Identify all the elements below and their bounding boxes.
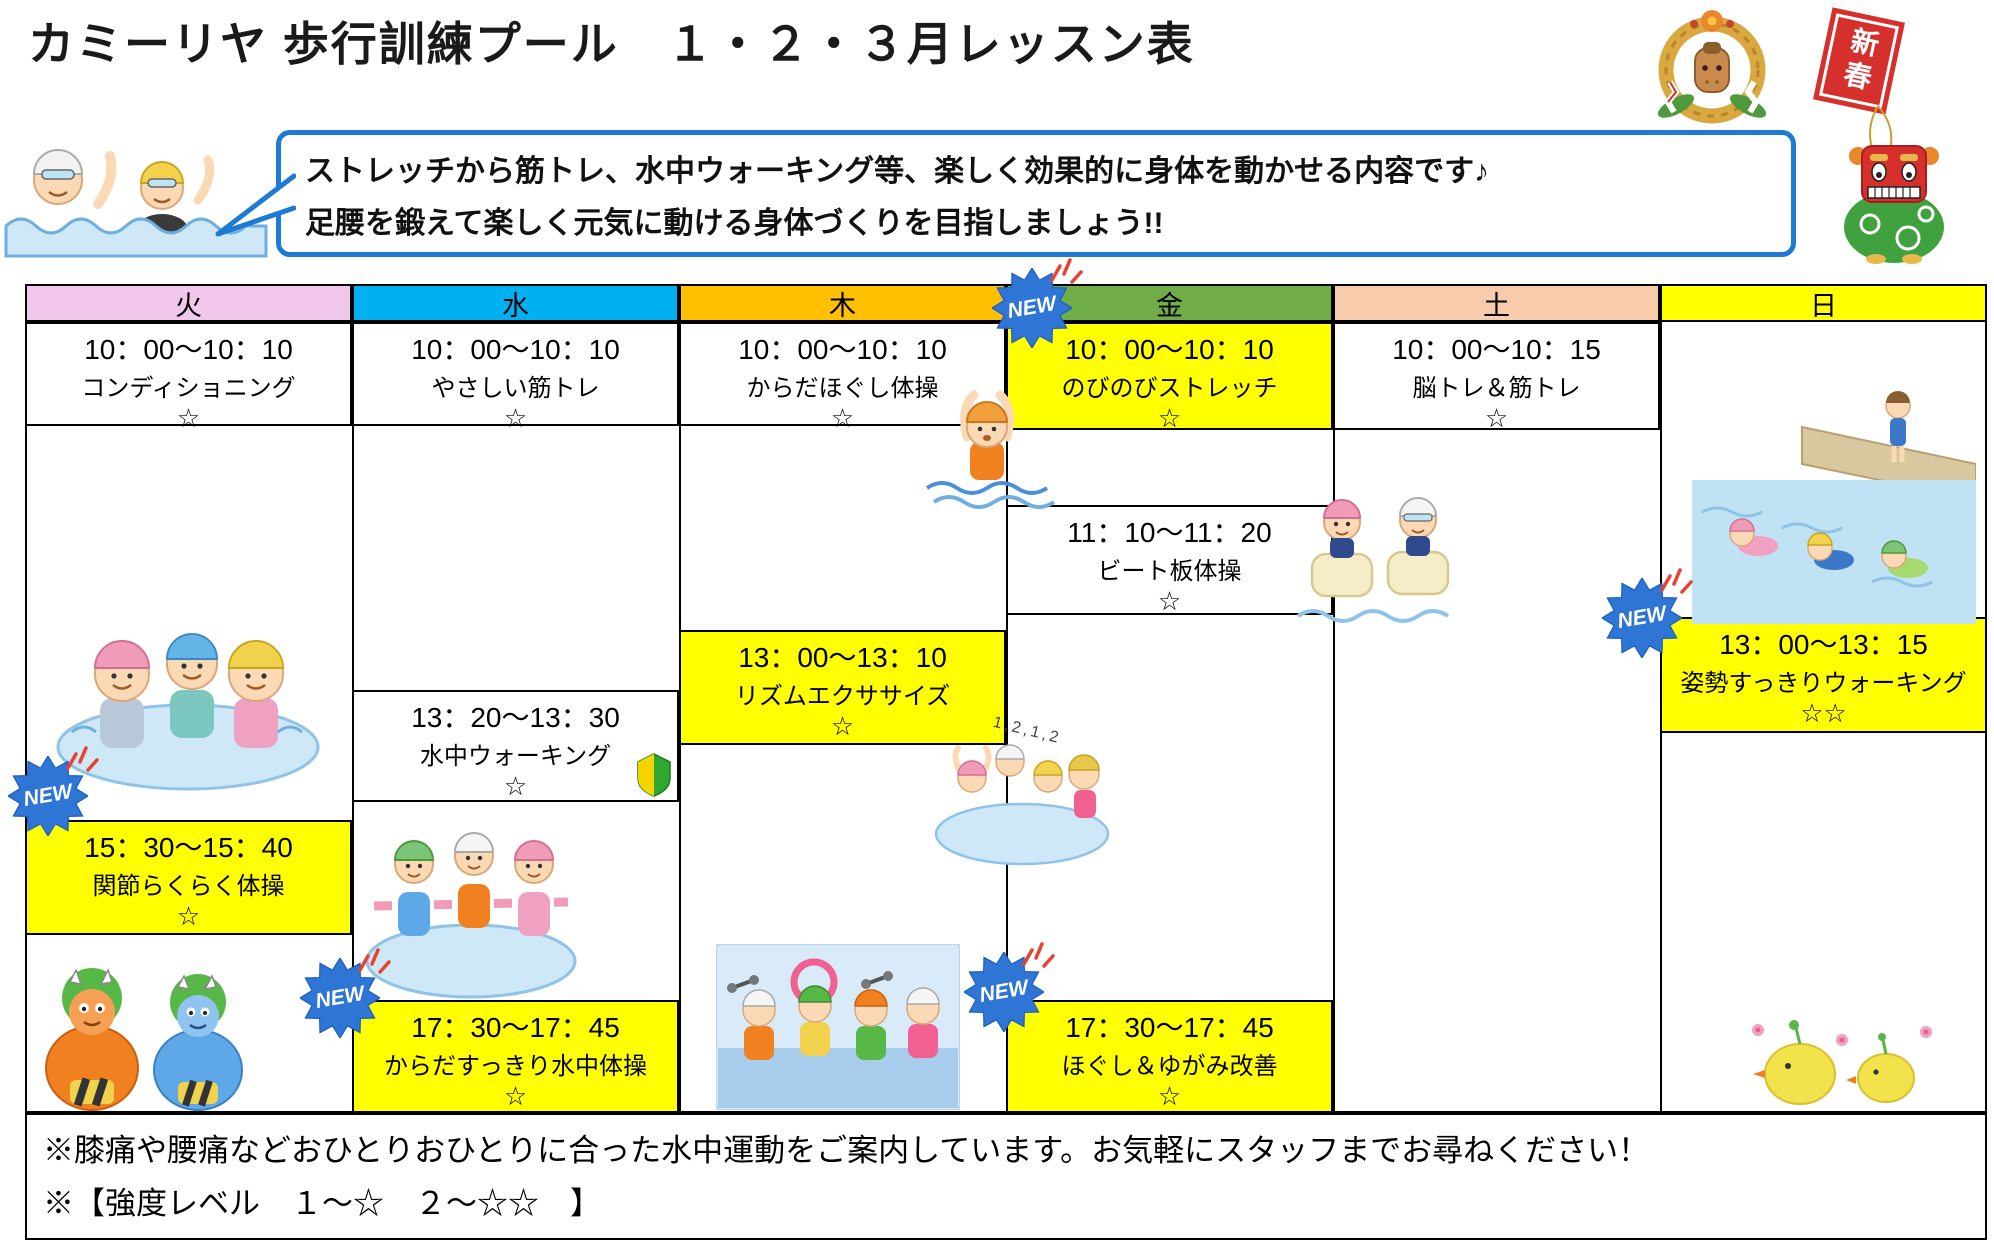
new-badge-label: NEW [977, 975, 1031, 1008]
lesson-time: 10：00～10：10 [84, 334, 293, 365]
lesson-level: ☆ [1157, 586, 1182, 616]
page-title: カミーリヤ 歩行訓練プール １・２・３月レッスン表 [28, 18, 1195, 70]
lesson-time: 10：00～10：15 [1392, 334, 1601, 365]
day-header-wed: 水 [352, 284, 679, 322]
new-year-wreath-illustration [1657, 10, 1767, 124]
lesson-name: 関節らくらく体操 [92, 873, 285, 900]
lesson-level: ☆ [830, 403, 855, 433]
thursday-dumbbell-photo [716, 944, 960, 1110]
shishimai-lion-illustration [1844, 145, 1944, 264]
lesson-name: からだすっきり水中体操 [383, 1053, 648, 1080]
tuesday-kids-pool-illustration [56, 633, 320, 791]
lesson-cell-tue-1000: 10：00～10：10 コンディショニング ☆ [25, 322, 352, 433]
lesson-time: 13：20～13：30 [411, 702, 620, 733]
lesson-time: 10：00～10：10 [1065, 334, 1274, 365]
day-header-thu: 木 [679, 284, 1006, 322]
lesson-cell-fri-1730: 17：30～17：45 ほぐし＆ゆがみ改善 ☆ [1006, 1000, 1333, 1113]
lesson-level: ☆ [176, 403, 201, 433]
new-badge-label: NEW [21, 779, 75, 812]
day-header-sun: 日 [1660, 284, 1987, 322]
lesson-level: ☆ [503, 403, 528, 433]
lesson-name: からだほぐし体操 [746, 375, 939, 402]
footer-note-1: ※膝痛や腰痛などおひとりおひとりに合った水中運動をご案内しています。お気軽にスタ… [43, 1133, 1650, 1168]
footer-note-2: ※【強度レベル １～☆ ２～☆☆ 】 [43, 1186, 601, 1221]
new-badge-sun: NEW [1602, 578, 1682, 658]
lesson-level: ☆☆ [1800, 698, 1847, 728]
beginner-mark-icon [637, 753, 671, 797]
oni-pair-illustration [45, 968, 243, 1111]
lesson-time: 13：00～13：15 [1719, 629, 1928, 660]
lesson-cell-sun-1300: 13：00～13：15 姿勢すっきりウォーキング ☆☆ [1660, 617, 1987, 733]
new-badge-label: NEW [1005, 291, 1059, 324]
lesson-cell-wed-1000: 10：00～10：10 やさしい筋トレ ☆ [352, 322, 679, 433]
lesson-name: やさしい筋トレ [431, 375, 600, 402]
shinshun-kite: 新春 [1813, 7, 1905, 115]
lesson-time: 17：30～17：45 [411, 1012, 620, 1043]
intro-line-1: ストレッチから筋トレ、水中ウォーキング等、楽しく効果的に身体を動かせる内容です♪ [305, 154, 1490, 188]
new-badge-label: NEW [313, 981, 367, 1014]
lesson-time: 17：30～17：45 [1065, 1012, 1274, 1043]
lesson-cell-fri-1110: 11：10～11：20 ビート板体操 ☆ [1006, 505, 1333, 616]
lesson-level: ☆ [1157, 403, 1182, 433]
lesson-name: 姿勢すっきりウォーキング [1680, 670, 1967, 697]
new-badge-fri-top: NEW [992, 268, 1072, 348]
day-header-tue: 火 [25, 284, 352, 322]
new-badge-label: NEW [1615, 601, 1669, 634]
column-divider [1006, 284, 1008, 1113]
lesson-cell-thu-1000: 10：00～10：10 からだほぐし体操 ☆ [679, 322, 1006, 433]
lesson-time: 11：10～11：20 [1067, 517, 1272, 548]
sunday-chicks-illustration [1752, 1020, 1932, 1105]
sunday-pool-scene-illustration [1692, 391, 1976, 624]
lesson-level: ☆ [1157, 1081, 1182, 1111]
lesson-name: リズムエクササイズ [734, 683, 951, 710]
speech-bubble-tail [215, 173, 296, 237]
footer-notes: ※膝痛や腰痛などおひとりおひとりに合った水中運動をご案内しています。お気軽にスタ… [25, 1113, 1987, 1240]
lesson-cell-fri-1000: 10：00～10：10 のびのびストレッチ ☆ [1006, 322, 1333, 433]
new-badge-tue: NEW [8, 756, 88, 836]
lesson-cell-wed-1730: 17：30～17：45 からだすっきり水中体操 ☆ [352, 1000, 679, 1113]
friday-kickboard-illustration [1296, 497, 1450, 623]
new-badge-fri-bottom: NEW [964, 952, 1044, 1032]
lesson-time: 15：30～15：40 [84, 832, 293, 863]
pool-swimmers-illustration [4, 149, 268, 258]
shinshun-kite-label: 新春 [1837, 24, 1882, 98]
lesson-cell-wed-1320: 13：20～13：30 水中ウォーキング ☆ [352, 690, 679, 802]
lesson-time: 10：00～10：10 [411, 334, 620, 365]
lesson-level: ☆ [176, 901, 201, 931]
lesson-cell-thu-1300: 13：00～13：10 リズムエクササイズ ☆ [679, 630, 1006, 745]
lesson-level: ☆ [1484, 403, 1509, 433]
new-badge-wed: NEW [300, 958, 380, 1038]
lesson-name: 脳トレ＆筋トレ [1412, 375, 1581, 402]
lesson-level: ☆ [503, 771, 528, 801]
lesson-name: ほぐし＆ゆがみ改善 [1061, 1053, 1278, 1080]
lesson-level: ☆ [830, 711, 855, 741]
lesson-level: ☆ [503, 1081, 528, 1111]
intro-line-2: 足腰を鍛えて楽しく元気に動ける身体づくりを目指しましょう!! [305, 206, 1164, 240]
lesson-cell-sat-1000: 10：00～10：15 脳トレ＆筋トレ ☆ [1333, 322, 1660, 433]
day-header-sat: 土 [1333, 284, 1660, 322]
lesson-time: 13：00～13：10 [738, 642, 947, 673]
lesson-name: 水中ウォーキング [419, 743, 612, 770]
intro-speech-bubble: ストレッチから筋トレ、水中ウォーキング等、楽しく効果的に身体を動かせる内容です♪… [276, 130, 1796, 257]
lesson-name: ビート板体操 [1097, 558, 1242, 585]
lesson-name: のびのびストレッチ [1061, 375, 1278, 402]
column-divider [1333, 284, 1335, 1113]
lesson-cell-tue-1530: 15：30～15：40 関節らくらく体操 ☆ [25, 820, 352, 935]
thursday-rhythm-group-illustration [934, 744, 1110, 866]
thursday-stretch-illustration [925, 390, 1056, 509]
lesson-name: コンディショニング [81, 375, 296, 402]
lesson-time: 10：00～10：10 [738, 334, 947, 365]
wednesday-water-walking-illustration [365, 832, 577, 999]
